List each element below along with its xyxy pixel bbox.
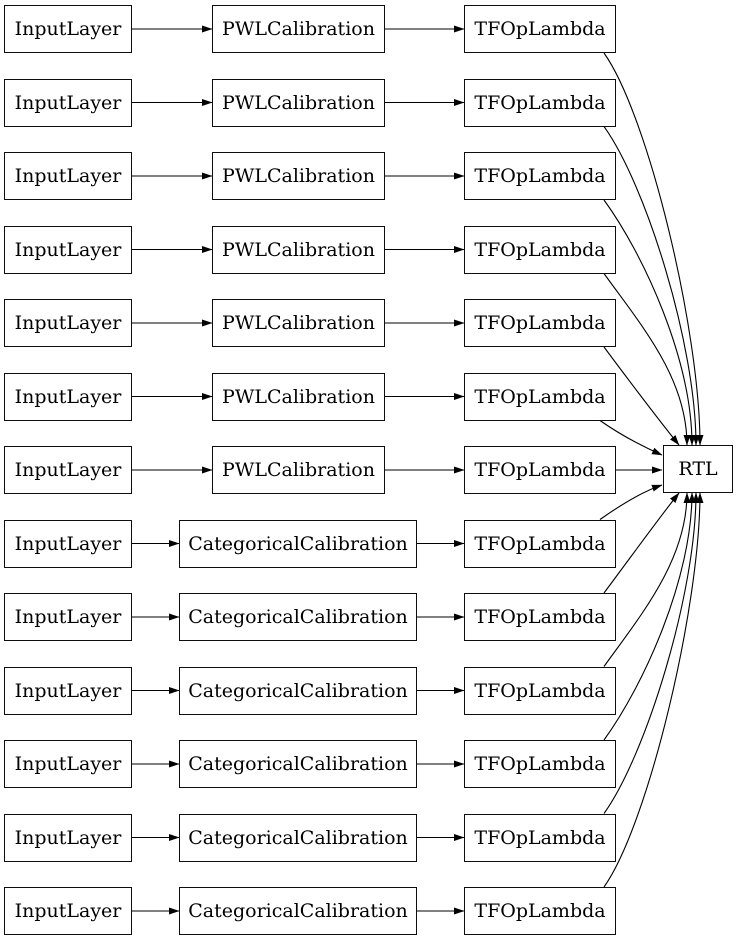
node-calibration: PWLCalibration xyxy=(212,225,385,274)
node-calibration: CategoricalCalibration xyxy=(179,519,417,568)
node-input-layer: InputLayer xyxy=(4,887,132,935)
edge-lambda-to-rtl xyxy=(603,492,680,594)
edge-lambda-to-rtl xyxy=(603,492,696,741)
node-input-layer: InputLayer xyxy=(4,372,132,421)
edge-lambda-to-rtl xyxy=(599,484,663,520)
node-calibration: PWLCalibration xyxy=(212,299,385,347)
node-tf-op-lambda: TFOpLambda xyxy=(464,446,616,494)
node-input-layer: InputLayer xyxy=(4,740,132,788)
node-calibration: PWLCalibration xyxy=(212,446,385,494)
node-calibration: PWLCalibration xyxy=(212,372,385,421)
node-input-layer: InputLayer xyxy=(4,225,132,274)
edge-lambda-to-rtl xyxy=(603,273,691,446)
node-calibration: CategoricalCalibration xyxy=(179,666,417,715)
node-tf-op-lambda: TFOpLambda xyxy=(464,740,616,788)
node-calibration: CategoricalCalibration xyxy=(179,887,417,935)
edge-lambda-to-rtl xyxy=(603,52,704,446)
edge-lambda-to-rtl xyxy=(603,126,700,446)
node-tf-op-lambda: TFOpLambda xyxy=(464,372,616,421)
node-input-layer: InputLayer xyxy=(4,519,132,568)
node-tf-op-lambda: TFOpLambda xyxy=(464,299,616,347)
edge-lambda-to-rtl xyxy=(603,346,680,446)
node-input-layer: InputLayer xyxy=(4,5,132,53)
node-tf-op-lambda: TFOpLambda xyxy=(464,5,616,53)
node-calibration: CategoricalCalibration xyxy=(179,593,417,641)
node-calibration: CategoricalCalibration xyxy=(179,813,417,862)
node-input-layer: InputLayer xyxy=(4,666,132,715)
node-calibration: PWLCalibration xyxy=(212,5,385,53)
edge-lambda-to-rtl xyxy=(603,492,691,667)
node-input-layer: InputLayer xyxy=(4,78,132,127)
node-calibration: PWLCalibration xyxy=(212,78,385,127)
node-tf-op-lambda: TFOpLambda xyxy=(464,887,616,935)
node-input-layer: InputLayer xyxy=(4,152,132,200)
node-input-layer: InputLayer xyxy=(4,446,132,494)
edge-lambda-to-rtl xyxy=(603,492,700,814)
node-tf-op-lambda: TFOpLambda xyxy=(464,593,616,641)
edge-lambda-to-rtl xyxy=(603,492,704,888)
node-calibration: PWLCalibration xyxy=(212,152,385,200)
node-tf-op-lambda: TFOpLambda xyxy=(464,519,616,568)
node-input-layer: InputLayer xyxy=(4,813,132,862)
node-calibration: CategoricalCalibration xyxy=(179,740,417,788)
node-rtl: RTL xyxy=(663,445,733,493)
edge-lambda-to-rtl xyxy=(603,199,696,446)
node-tf-op-lambda: TFOpLambda xyxy=(464,152,616,200)
node-input-layer: InputLayer xyxy=(4,299,132,347)
node-input-layer: InputLayer xyxy=(4,593,132,641)
node-tf-op-lambda: TFOpLambda xyxy=(464,78,616,127)
edge-lambda-to-rtl xyxy=(599,420,663,456)
node-tf-op-lambda: TFOpLambda xyxy=(464,813,616,862)
node-tf-op-lambda: TFOpLambda xyxy=(464,666,616,715)
node-tf-op-lambda: TFOpLambda xyxy=(464,225,616,274)
